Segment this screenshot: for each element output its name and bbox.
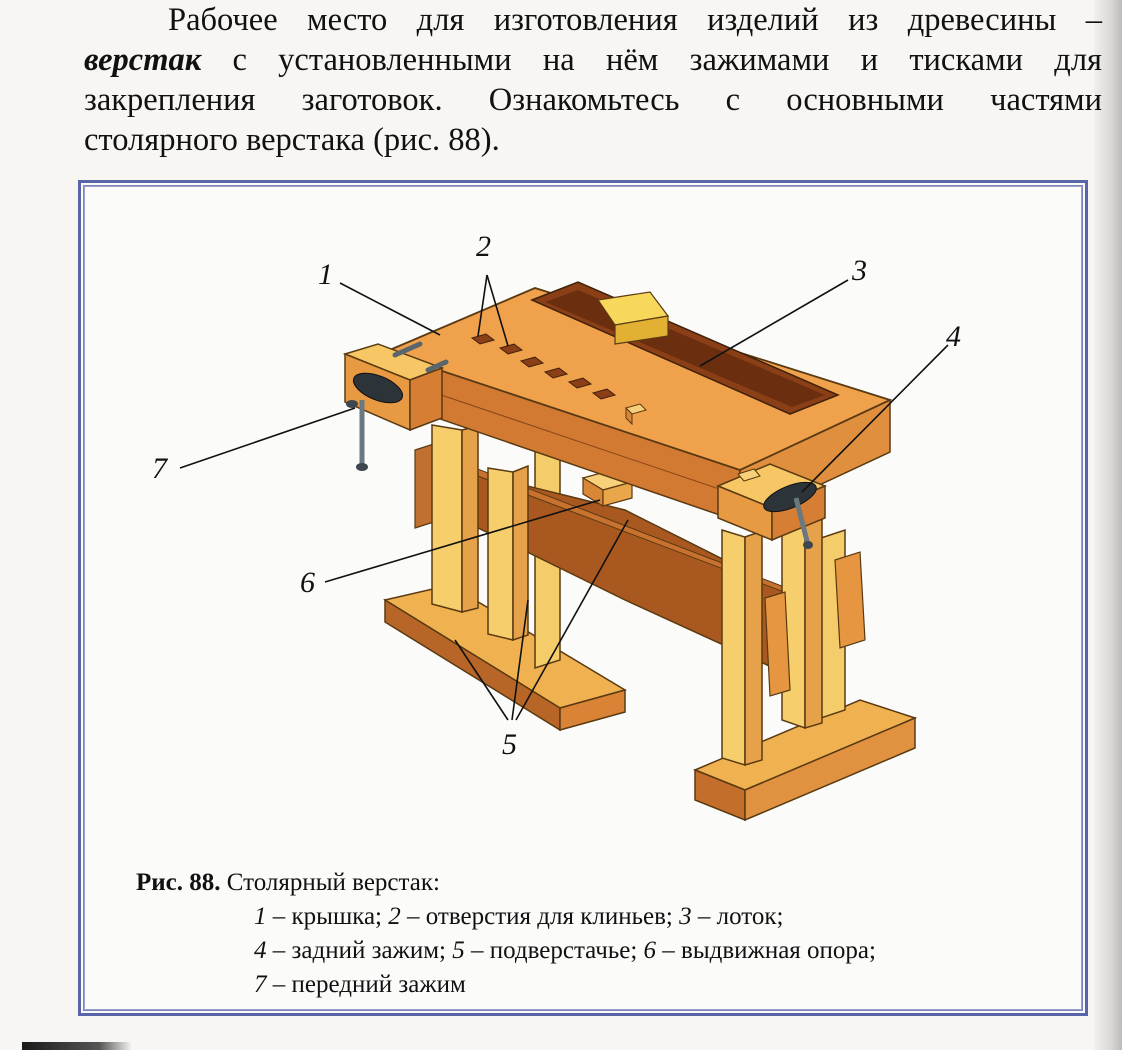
callout-1: 1 bbox=[318, 258, 333, 291]
intro-line-2-rest: с установленными на нём зажимами и тиска… bbox=[201, 42, 1102, 78]
page-corner-shadow bbox=[22, 1042, 132, 1050]
leader-5c bbox=[515, 519, 629, 721]
front-right-leg-a bbox=[721, 528, 746, 767]
caption-line-1: 1 – крышка; 2 – отверстия для клиньев; 3… bbox=[136, 900, 1086, 934]
leader-lines bbox=[179, 274, 949, 721]
caption-text-6: – выдвижная опора; bbox=[656, 937, 876, 964]
front-vise-side bbox=[409, 366, 443, 432]
caption-num-3: 3 bbox=[679, 903, 692, 930]
front-vise-rod-a bbox=[392, 341, 423, 358]
caption-line-3: 7 – передний зажим bbox=[136, 968, 1086, 1002]
term-workbench: верстак bbox=[84, 42, 202, 78]
figure-caption: Рис. 88. Столярный верстак: 1 – крышка; … bbox=[136, 866, 1086, 1002]
caption-num-2: 2 bbox=[388, 903, 401, 930]
intro-line-1: Рабочее место для изготовления изделий и… bbox=[168, 2, 1102, 38]
front-vise-rod-b bbox=[425, 359, 449, 373]
front-right-leg-a-side bbox=[744, 529, 763, 767]
caption-num-1: 1 bbox=[254, 903, 267, 930]
caption-text-5: – подверстачье; bbox=[464, 937, 644, 964]
callout-7: 7 bbox=[152, 452, 167, 485]
leader-5a bbox=[454, 639, 509, 721]
caption-line-2: 4 – задний зажим; 5 – подверстачье; 6 – … bbox=[136, 934, 1086, 968]
front-left-leg-b-side bbox=[512, 464, 529, 642]
front-vise-plate bbox=[352, 372, 404, 404]
leader-3 bbox=[699, 279, 849, 367]
caption-num-4: 4 bbox=[254, 937, 267, 964]
front-left-leg-a-side bbox=[461, 425, 479, 613]
caption-num-6: 6 bbox=[643, 937, 657, 964]
leader-2b bbox=[486, 274, 509, 347]
right-foot-side bbox=[744, 716, 916, 822]
left-foot-end bbox=[559, 689, 626, 731]
caption-num-7: 7 bbox=[254, 971, 267, 998]
caption-label: Рис. 88. bbox=[136, 869, 221, 896]
intro-line-4: столярного верстака (рис. 88). bbox=[84, 122, 500, 158]
caption-text-1: – крышка; bbox=[266, 903, 389, 930]
slide-support-side bbox=[602, 481, 633, 507]
callout-6: 6 bbox=[300, 566, 315, 599]
rear-vise-handle bbox=[793, 497, 811, 546]
caption-text-3: – лоток; bbox=[691, 903, 784, 930]
caption-text-4: – задний зажим; bbox=[266, 937, 453, 964]
leader-7 bbox=[179, 407, 356, 469]
front-left-leg-a bbox=[431, 424, 463, 613]
leader-2a bbox=[477, 274, 488, 337]
caption-text-2: – отверстия для клиньев; bbox=[400, 903, 680, 930]
page-edge bbox=[1094, 0, 1122, 1050]
callout-3: 3 bbox=[852, 254, 867, 287]
caption-text-7: – передний зажим bbox=[266, 971, 466, 998]
wedge-2 bbox=[834, 551, 866, 649]
leader-1 bbox=[339, 282, 441, 336]
workbench-top bbox=[382, 287, 893, 471]
leader-6 bbox=[324, 499, 601, 583]
callout-4: 4 bbox=[946, 320, 961, 353]
rear-vise-plate bbox=[763, 481, 817, 513]
intro-line-3: закрепления заготовок. Ознакомьтесь с ос… bbox=[84, 82, 1102, 118]
figure-frame bbox=[78, 180, 1088, 1016]
wedge-1 bbox=[764, 591, 791, 697]
front-right-leg-b-side bbox=[804, 517, 823, 730]
intro-paragraph: Рабочее место для изготовления изделий и… bbox=[84, 0, 1102, 160]
caption-heading: Столярный верстак: bbox=[220, 869, 440, 896]
callout-5: 5 bbox=[502, 728, 517, 761]
tray-block-front bbox=[614, 315, 669, 345]
caption-title: Рис. 88. Столярный верстак: bbox=[136, 869, 440, 896]
intro-line-2: верстак с установленными на нём зажимами… bbox=[84, 40, 1102, 80]
front-left-leg-b bbox=[487, 467, 514, 641]
leader-5b bbox=[511, 599, 529, 721]
callout-2: 2 bbox=[476, 230, 491, 263]
bench-dog-holes bbox=[470, 333, 617, 400]
leader-4 bbox=[801, 344, 949, 493]
caption-num-5: 5 bbox=[452, 937, 465, 964]
